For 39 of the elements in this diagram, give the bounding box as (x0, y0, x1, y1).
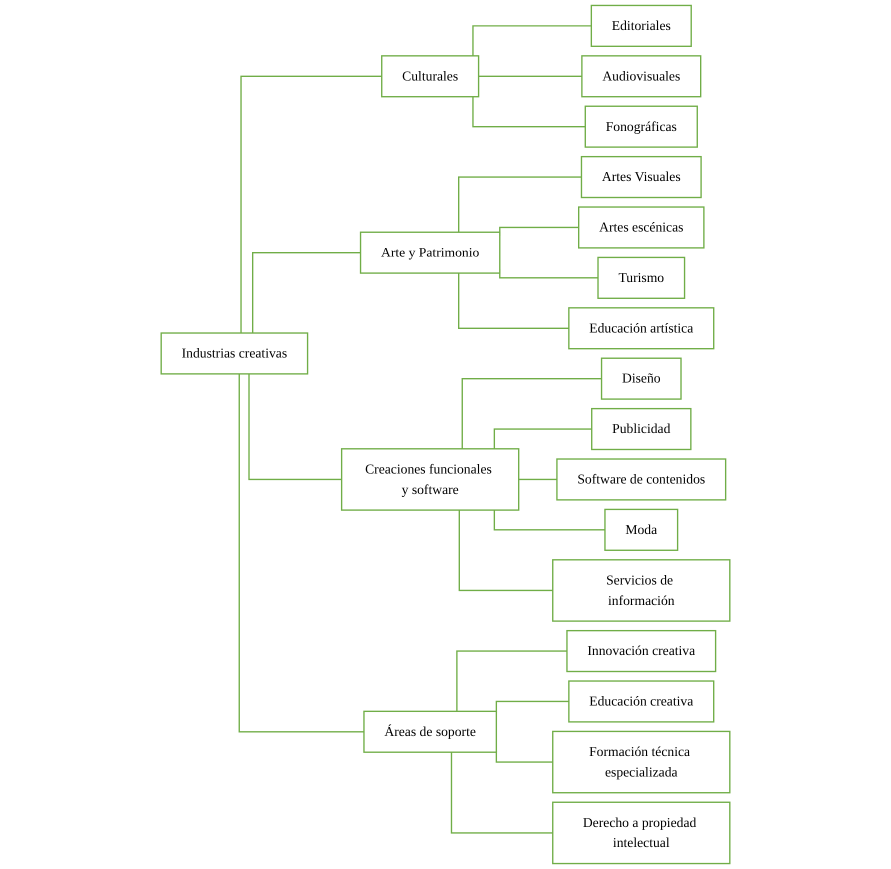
node-box: Arte y Patrimonio (360, 232, 500, 274)
node-box: Educación artística (568, 307, 714, 350)
node-box: Innovación creativa (566, 630, 716, 672)
connector (458, 176, 582, 232)
node-box: Derecho a propiedad intelectual (552, 802, 730, 864)
node-box: Turismo (597, 256, 686, 299)
connector (518, 478, 557, 480)
connector (238, 374, 364, 732)
connector (450, 752, 553, 834)
node-box: Publicidad (591, 408, 692, 450)
node-box: Áreas de soporte (363, 710, 498, 753)
connector (252, 252, 361, 334)
connector (462, 378, 602, 449)
connector (456, 650, 567, 712)
node-box: Culturales (381, 55, 480, 98)
connector (496, 750, 553, 763)
connector (494, 510, 605, 531)
node-box: Artes escénicas (578, 206, 705, 249)
node-box: Moda (604, 508, 678, 551)
node-box: Creaciones funcionales y software (340, 448, 520, 511)
connector (496, 700, 569, 713)
node-box: Industrias creativas (160, 332, 308, 375)
connector (240, 76, 382, 334)
connector (472, 25, 592, 56)
connector (458, 510, 553, 592)
node-box: Software de contenidos (556, 458, 726, 501)
node-box: Editoriales (590, 4, 692, 47)
connector (472, 96, 586, 128)
connector (478, 76, 582, 77)
node-box: Artes Visuales (580, 156, 702, 198)
node-box: Servicios de información (552, 559, 730, 622)
node-box: Diseño (600, 358, 682, 400)
connector (494, 428, 592, 449)
connector (458, 273, 569, 329)
node-box: Audiovisuales (581, 55, 702, 98)
node-box: Formación técnica especializada (552, 730, 730, 794)
node-box: Fonográficas (584, 106, 698, 148)
node-box: Educación creativa (568, 680, 714, 723)
connector (248, 374, 342, 480)
